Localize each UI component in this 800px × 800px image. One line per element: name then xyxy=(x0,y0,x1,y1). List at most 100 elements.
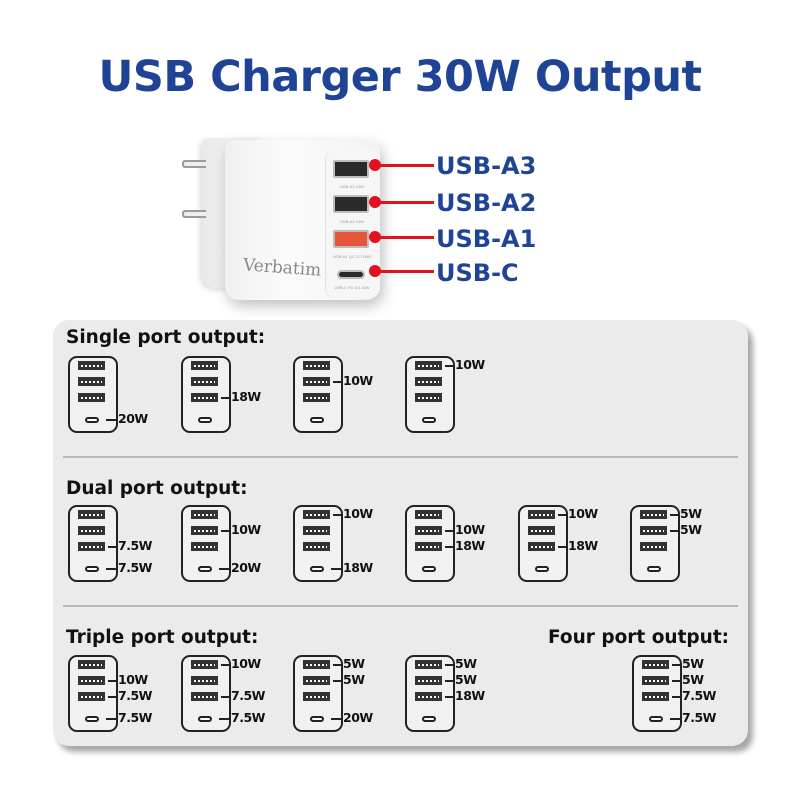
usb-a2-port-icon xyxy=(303,676,330,685)
charger-diagram-dual-1: 7.5W 7.5W xyxy=(68,505,188,585)
usb-c-port-icon xyxy=(85,716,99,722)
plug-pin-icon xyxy=(182,210,206,218)
leader-line xyxy=(445,680,454,682)
charger-diagram-single-3: 10W xyxy=(293,356,413,436)
leader-line xyxy=(445,696,454,698)
charger-body: Verbatim USB-A3 10W USB-A2 10W USB-A1 QC… xyxy=(225,140,380,300)
leader-line xyxy=(333,381,342,383)
leader-line xyxy=(445,664,454,666)
leader-line xyxy=(221,696,230,698)
leader-line xyxy=(219,718,230,720)
leader-line xyxy=(221,397,230,399)
usb-a1-port-icon xyxy=(191,542,218,551)
leader-line xyxy=(108,680,117,682)
usb-a1-port-icon xyxy=(78,542,105,551)
usb-a1-wattage: 18W xyxy=(231,389,261,404)
leader-line xyxy=(670,514,679,516)
section-title-triple: Triple port output: xyxy=(66,627,259,648)
leader-line xyxy=(331,568,342,570)
usb-c-wattage: 7.5W xyxy=(682,710,716,725)
usb-a2-port-icon xyxy=(191,526,218,535)
usb-a1-port-icon xyxy=(642,692,669,701)
usb-a2-port-icon xyxy=(303,377,330,386)
usb-a1-wattage: 18W xyxy=(455,538,485,553)
leader-line xyxy=(106,419,117,421)
usb-a3-wattage: 5W xyxy=(455,656,477,671)
charger-diagram-single-1: 20W xyxy=(68,356,188,436)
usb-c-port-icon xyxy=(422,566,436,572)
usb-a2-port-icon xyxy=(640,526,667,535)
usb-a1-wattage: 7.5W xyxy=(231,688,265,703)
leader-line xyxy=(221,530,230,532)
usb-c-port-icon xyxy=(198,417,212,423)
leader-line xyxy=(445,530,454,532)
leader-line xyxy=(672,664,681,666)
label-usb-a1: USB-A1 xyxy=(436,225,537,253)
port-print: USB-C PD 3.0 20W xyxy=(334,285,370,290)
section-title-single: Single port output: xyxy=(66,327,266,348)
leader-line xyxy=(672,696,681,698)
port-print: USB-A2 10W xyxy=(340,219,364,224)
usb-a3-wattage: 10W xyxy=(343,506,373,521)
usb-a1-port-icon xyxy=(415,692,442,701)
leader-line xyxy=(221,664,230,666)
usb-a1-wattage: 7.5W xyxy=(118,688,152,703)
usb-a3-port-icon xyxy=(78,510,105,519)
usb-a1-port-icon xyxy=(78,393,105,402)
usb-a1-wattage: 18W xyxy=(455,688,485,703)
leader-line xyxy=(108,546,117,548)
usb-a2-port-icon xyxy=(78,526,105,535)
leader-line xyxy=(445,546,454,548)
usb-a2-wattage: 5W xyxy=(682,672,704,687)
leader-line xyxy=(558,514,567,516)
usb-a2-port-icon xyxy=(78,676,105,685)
port-print: USB-A1 QC 3.0 18W xyxy=(333,254,371,259)
usb-a2-port-icon xyxy=(191,377,218,386)
usb-a1-wattage: 7.5W xyxy=(118,538,152,553)
usb-c-port-icon xyxy=(85,417,99,423)
charger-illustration: Verbatim USB-A3 10W USB-A2 10W USB-A1 QC… xyxy=(180,130,400,310)
leader-line xyxy=(558,546,567,548)
section-title-four: Four port output: xyxy=(548,627,730,648)
callout-line xyxy=(378,164,434,167)
callout-dot-icon xyxy=(369,231,381,243)
leader-line xyxy=(108,696,117,698)
usb-c-port-icon xyxy=(647,566,661,572)
usb-a2-port-icon xyxy=(78,377,105,386)
usb-a3-port-icon xyxy=(191,510,218,519)
callout-dot-icon xyxy=(369,265,381,277)
leader-line xyxy=(333,680,342,682)
section-title-dual: Dual port output: xyxy=(66,478,248,499)
usb-a1-port-icon xyxy=(191,692,218,701)
usb-a3-wattage: 5W xyxy=(682,656,704,671)
usb-a3-wattage: 10W xyxy=(455,357,485,372)
usb-a2-wattage: 10W xyxy=(118,672,148,687)
callout-dot-icon xyxy=(369,159,381,171)
brand-logo: Verbatim xyxy=(242,255,322,281)
usb-a3-port-icon xyxy=(415,660,442,669)
usb-a3-port-icon xyxy=(303,510,330,519)
usb-a2-port-icon xyxy=(528,526,555,535)
callout-dot-icon xyxy=(369,196,381,208)
leader-line xyxy=(445,365,454,367)
usb-a1-port-icon xyxy=(333,230,369,248)
label-usb-a2: USB-A2 xyxy=(436,189,537,217)
usb-c-wattage: 7.5W xyxy=(118,560,152,575)
page-title: USB Charger 30W Output xyxy=(98,52,702,102)
usb-a2-port-icon xyxy=(333,195,369,213)
usb-a1-port-icon xyxy=(191,393,218,402)
label-usb-c: USB-C xyxy=(436,259,519,287)
section-divider xyxy=(63,456,738,458)
label-usb-a3: USB-A3 xyxy=(436,152,537,180)
usb-a2-port-icon xyxy=(415,377,442,386)
usb-a1-wattage: 18W xyxy=(568,538,598,553)
callout-line xyxy=(378,236,434,239)
usb-c-port-icon xyxy=(198,716,212,722)
usb-a3-port-icon xyxy=(640,510,667,519)
usb-c-wattage: 20W xyxy=(231,560,261,575)
